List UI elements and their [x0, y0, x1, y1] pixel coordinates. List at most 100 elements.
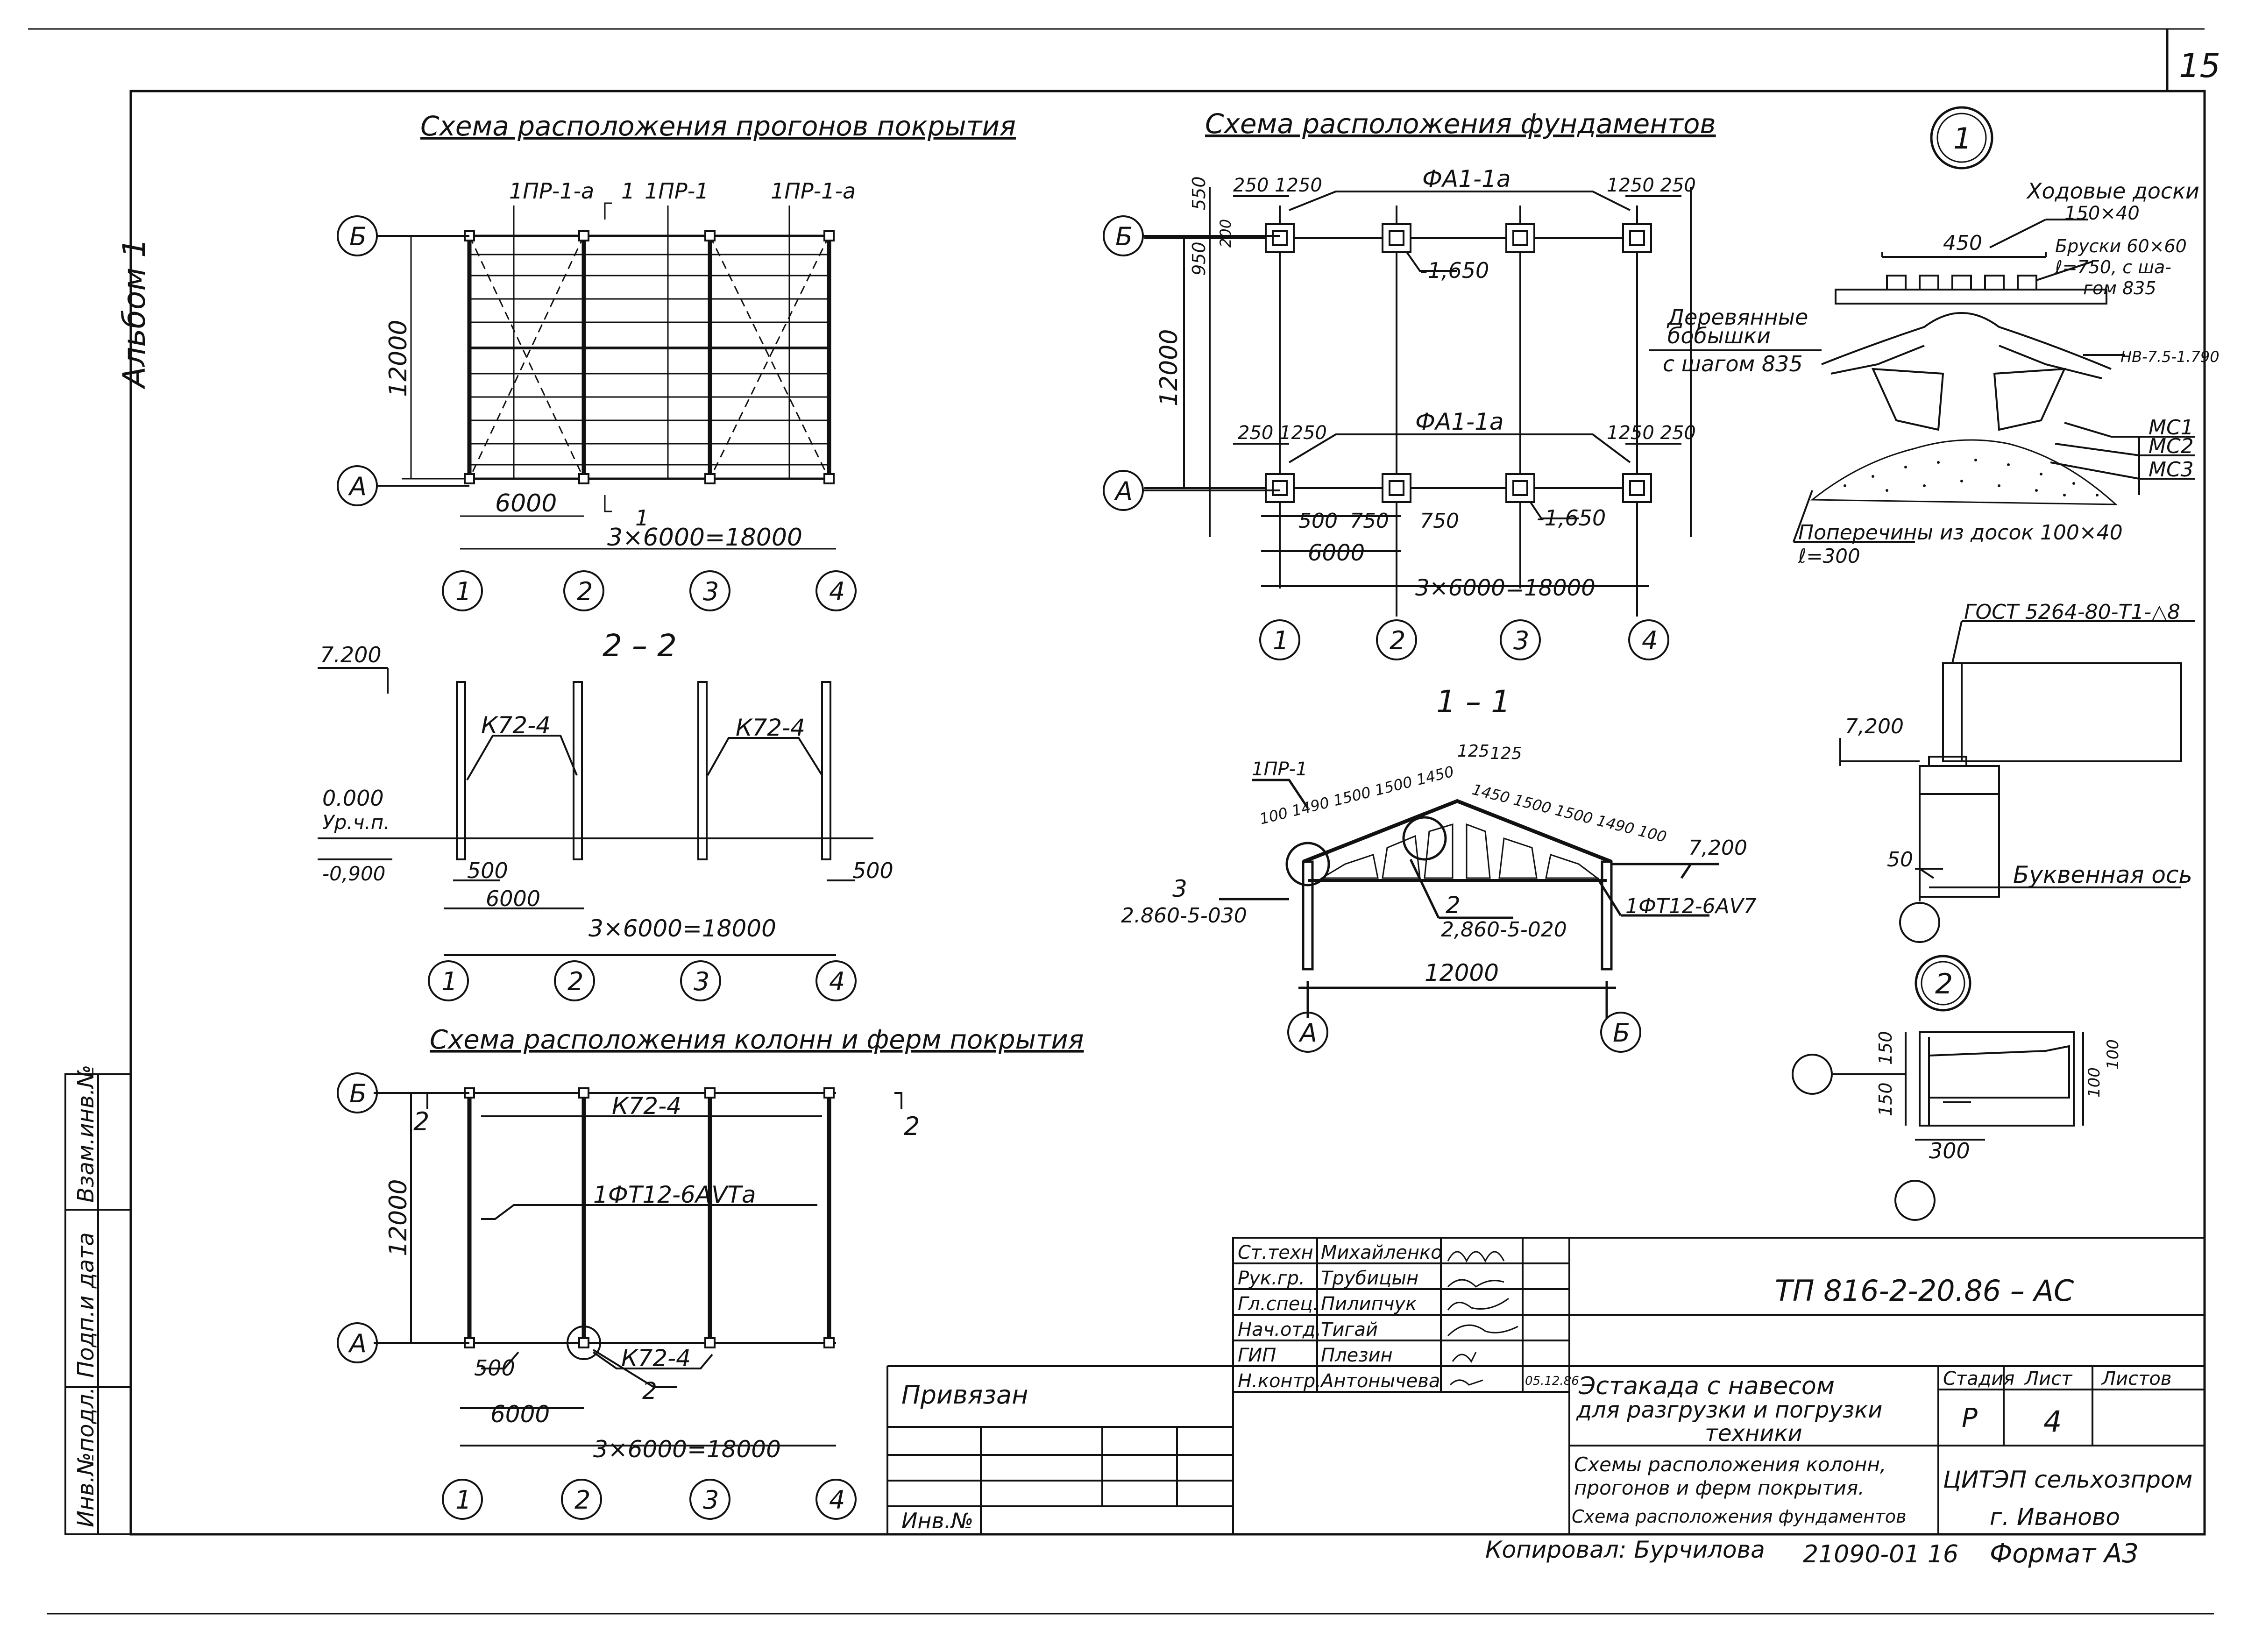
- purlin-label-1a-right: 1ПР-1-а: [771, 178, 856, 204]
- org-line-2: г. Иваново: [1990, 1503, 2120, 1531]
- axis-1-4: 1: [1273, 626, 1289, 655]
- purlin-dim-span: 12000: [384, 320, 412, 397]
- dim-1250-250-top-right: 1250 250: [1607, 175, 1696, 196]
- level-zero: 0.000: [322, 786, 384, 811]
- columns-dim-500: 500: [474, 1355, 515, 1381]
- axis-2-3: 2: [574, 1485, 590, 1515]
- sheet-header: Лист: [2024, 1368, 2073, 1390]
- detail-2-300: 300: [1929, 1138, 1970, 1163]
- columns-dim-span: 12000: [384, 1179, 412, 1256]
- section-2-2-title: 2 – 2: [603, 628, 677, 664]
- object-line-3: техники: [1705, 1420, 1802, 1446]
- foundation-dim-200: 200: [1217, 219, 1234, 248]
- truss-label: 1ФТ12-6АⅤТа: [593, 1181, 756, 1208]
- column-axis-label: Буквенная ось: [2013, 861, 2192, 888]
- bound-label: Привязан: [901, 1380, 1028, 1410]
- detail-bars-len: ℓ=750, с ша-: [2055, 257, 2171, 277]
- staff-name-4: Плезин: [1321, 1345, 1393, 1366]
- detail-mc2: МС2: [2149, 434, 2194, 458]
- axis-3-2: 3: [694, 967, 709, 996]
- footer-copied: Копировал: Бурчилова: [1485, 1536, 1765, 1563]
- sheet-value: 4: [2043, 1404, 2062, 1439]
- axis-b-3: Б: [349, 1079, 367, 1108]
- content-line-3: Схема расположения фундаментов: [1572, 1506, 1907, 1527]
- staff-name-5: Антонычева: [1319, 1370, 1440, 1392]
- axis-4-3: 4: [829, 1485, 845, 1515]
- object-line-2: для разгрузки и погрузки: [1576, 1397, 1882, 1423]
- axis-a-5: А: [1298, 1018, 1317, 1048]
- columns-dim-total: 3×6000=18000: [593, 1436, 781, 1463]
- foundation-dim-750b: 750: [1420, 509, 1459, 533]
- detail-2-100a: 100: [2085, 1067, 2104, 1098]
- plan-foundations: Схема расположения фундаментов: [1144, 108, 1716, 617]
- axis-3-3: 3: [703, 1485, 719, 1515]
- stamp-replace: Взам.инв.№: [73, 1065, 99, 1203]
- purlin-dim-bay: 6000: [495, 489, 557, 518]
- axis-markers: [337, 215, 1669, 1520]
- section-1-1: 1 – 1 1ПР-1 100 1490 1500 1500 1450 1450…: [1121, 684, 1757, 1018]
- section-mark-bottom: 1: [635, 505, 649, 531]
- dim-125b: 125: [1490, 744, 1522, 763]
- detail-450: 450: [1943, 231, 1982, 255]
- detail-boards: Ходовые доски: [2026, 178, 2199, 204]
- detail-1: 1: [1649, 106, 2220, 567]
- axis-4-2: 4: [829, 967, 845, 996]
- staff-role-3: Нач.отд.: [1238, 1319, 1321, 1340]
- detail-mc3: МС3: [2149, 458, 2194, 482]
- foundation-label-top: ФА1-1а: [1422, 165, 1511, 192]
- dim-500-right: 500: [852, 858, 893, 883]
- foundation-dim-550: 550: [1189, 176, 1209, 210]
- stamp-sign: Подп.и дата: [73, 1232, 99, 1378]
- cut-label-left: 2: [413, 1107, 429, 1136]
- dim-total: 3×6000=18000: [589, 915, 776, 942]
- axis-3-4: 3: [1513, 626, 1529, 655]
- sign-date: 05.12.86: [1525, 1374, 1579, 1388]
- axis-4-4: 4: [1642, 626, 1658, 655]
- plan-purlins-title: Схема расположения прогонов покрытия: [420, 110, 1016, 142]
- section-dim-span: 12000: [1425, 959, 1499, 986]
- axis-4-1: 4: [829, 577, 845, 606]
- axis-1-2: 1: [441, 967, 457, 996]
- detail-1-title: 1: [1953, 121, 1971, 156]
- detail-bosses2: бобышки: [1667, 323, 1771, 348]
- columns-dim-bay: 6000: [490, 1401, 550, 1428]
- level-ground: Ур.ч.п.: [322, 811, 390, 834]
- foundation-dim-750a: 750: [1350, 509, 1389, 533]
- sheets-header: Листов: [2101, 1368, 2171, 1390]
- dim-500-left: 500: [467, 858, 508, 883]
- purlin-label: 1ПР-1: [1252, 759, 1308, 780]
- dim-1250-250-bottom-right: 1250 250: [1607, 422, 1696, 444]
- section-level: 7,200: [1688, 836, 1747, 860]
- plan-purlins: Схема расположения прогонов покрытия: [384, 110, 1016, 552]
- staff-name-0: Михайленко: [1321, 1242, 1442, 1263]
- node2-label: 2: [1446, 892, 1461, 919]
- axis-1-1: 1: [455, 577, 471, 606]
- title-code: ТП 816-2-20.86 – АС: [1775, 1274, 2074, 1308]
- sheet-frame: [28, 28, 2206, 1536]
- foundation-level-top: -1,650: [1420, 258, 1489, 283]
- dim-250-1250-top-left: 250 1250: [1233, 175, 1322, 196]
- detail-2-150a: 150: [1875, 1031, 1896, 1065]
- column-label-right: К72-4: [736, 714, 805, 741]
- axis-a-4: А: [1114, 476, 1133, 506]
- axis-b-4: Б: [1115, 222, 1133, 251]
- inv-label: Инв.№: [901, 1508, 973, 1533]
- content-line-1: Схемы расположения колонн,: [1574, 1453, 1886, 1476]
- sheet-number: 15: [2179, 47, 2220, 85]
- purlin-label-1: 1ПР-1: [645, 178, 709, 204]
- foundation-dim-total: 3×6000=18000: [1415, 575, 1596, 601]
- content-line-2: прогонов и ферм покрытия.: [1574, 1476, 1865, 1499]
- foundation-label-bottom: ФА1-1а: [1415, 408, 1504, 435]
- section-2-2: 2 – 2 7.200 0.000 Ур.ч.п. -0,900 К72-4 К…: [318, 628, 893, 956]
- foundation-dim-950: 950: [1189, 241, 1209, 276]
- staff-name-2: Пилипчук: [1321, 1293, 1417, 1315]
- column-level: 7,200: [1845, 715, 1904, 738]
- detail-bosses3: с шагом 835: [1663, 351, 1803, 376]
- plan-columns-title: Схема расположения колонн и ферм покрыти…: [430, 1025, 1084, 1055]
- column-label-left: К72-4: [481, 712, 551, 739]
- detail-cross-len: ℓ=300: [1798, 545, 1860, 567]
- column-gost: ГОСТ 5264-80-Т1-△8: [1964, 600, 2180, 624]
- stamp-inv: Инв.№подл.: [73, 1387, 99, 1527]
- detail-bars-step: гом 835: [2083, 278, 2156, 298]
